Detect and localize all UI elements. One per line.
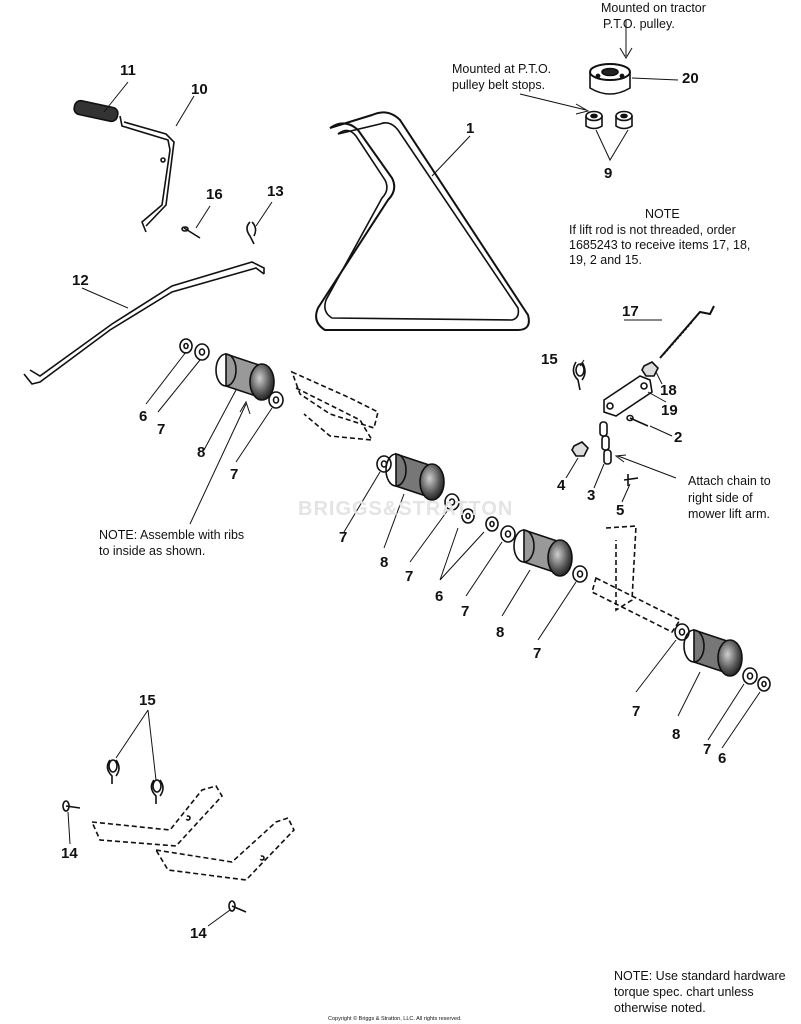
lift-arm-links bbox=[90, 785, 295, 881]
callout-8-b: 8 bbox=[380, 554, 389, 571]
hair-pin bbox=[246, 221, 257, 245]
callout-12: 12 bbox=[72, 272, 89, 289]
callout-4: 4 bbox=[557, 477, 566, 494]
callout-8-a: 8 bbox=[197, 444, 206, 461]
callout-13: 13 bbox=[267, 183, 284, 200]
note-chain-line3: mower lift arm. bbox=[688, 507, 770, 521]
lift-lever bbox=[73, 99, 175, 233]
callout-8-d: 8 bbox=[672, 726, 681, 743]
roller-shaft bbox=[290, 370, 682, 634]
callout-8-c: 8 bbox=[496, 624, 505, 641]
callout-7-b: 7 bbox=[230, 466, 239, 483]
note-ribs-line1: NOTE: Assemble with ribs bbox=[99, 528, 245, 542]
callout-11: 11 bbox=[120, 62, 136, 79]
note-hardware-line2: torque spec. chart unless bbox=[614, 985, 754, 999]
callout-7-c: 7 bbox=[339, 529, 348, 546]
callout-1: 1 bbox=[466, 120, 475, 137]
callout-7-d: 7 bbox=[405, 568, 414, 585]
bottom-hardware bbox=[62, 759, 247, 913]
belt-stops bbox=[585, 110, 633, 130]
note-ribs-line2: to inside as shown. bbox=[99, 544, 206, 558]
washers bbox=[179, 338, 771, 692]
callout-6-c: 6 bbox=[718, 750, 727, 767]
note-tractor-line1: Mounted on tractor bbox=[601, 1, 706, 15]
note-lift-rod-heading: NOTE bbox=[645, 207, 680, 221]
note-chain-line2: right side of bbox=[688, 491, 753, 505]
rollers bbox=[215, 352, 743, 677]
callout-7-e: 7 bbox=[461, 603, 470, 620]
callout-7-a: 7 bbox=[157, 421, 166, 438]
copyright: Copyright © Briggs & Stratton, LLC. All … bbox=[328, 1016, 462, 1022]
callout-7-f: 7 bbox=[533, 645, 542, 662]
note-belt-stops-line2: pulley belt stops. bbox=[452, 78, 546, 92]
callout-6-b: 6 bbox=[435, 588, 444, 605]
watermark: BRIGGS&STRATTON bbox=[298, 498, 514, 520]
callout-9: 9 bbox=[604, 165, 613, 182]
v-belt bbox=[315, 111, 530, 331]
callout-14-b: 14 bbox=[190, 925, 207, 942]
callout-18: 18 bbox=[660, 382, 677, 399]
callout-3: 3 bbox=[587, 487, 596, 504]
callout-7-g: 7 bbox=[632, 703, 641, 720]
callout-6-a: 6 bbox=[139, 408, 148, 425]
chain-hardware bbox=[571, 421, 639, 486]
callout-20: 20 bbox=[682, 70, 699, 87]
note-hardware-line3: otherwise noted. bbox=[614, 1001, 706, 1015]
callout-14-a: 14 bbox=[61, 845, 78, 862]
callout-19: 19 bbox=[661, 402, 678, 419]
callout-5: 5 bbox=[616, 502, 625, 519]
pin bbox=[181, 226, 201, 239]
note-lift-rod-line2: 1685243 to receive items 17, 18, bbox=[569, 238, 751, 252]
callout-10: 10 bbox=[191, 81, 208, 98]
lift-hardware bbox=[572, 305, 715, 427]
pto-pulley bbox=[589, 63, 631, 95]
note-lift-rod-line3: 19, 2 and 15. bbox=[569, 253, 642, 267]
callout-16: 16 bbox=[206, 186, 223, 203]
callout-2: 2 bbox=[674, 429, 683, 446]
lift-rod bbox=[23, 261, 265, 385]
note-belt-stops-line1: Mounted at P.T.O. bbox=[452, 62, 552, 76]
leader-lines bbox=[67, 20, 761, 927]
note-chain-line1: Attach chain to bbox=[688, 474, 771, 488]
callout-17: 17 bbox=[622, 303, 639, 320]
callout-15-a: 15 bbox=[541, 351, 558, 368]
callout-15-b: 15 bbox=[139, 692, 156, 709]
callout-7-h: 7 bbox=[703, 741, 712, 758]
note-tractor-line2: P.T.O. pulley. bbox=[603, 17, 675, 31]
note-lift-rod-line1: If lift rod is not threaded, order bbox=[569, 223, 736, 237]
note-hardware-line1: NOTE: Use standard hardware bbox=[614, 969, 786, 983]
